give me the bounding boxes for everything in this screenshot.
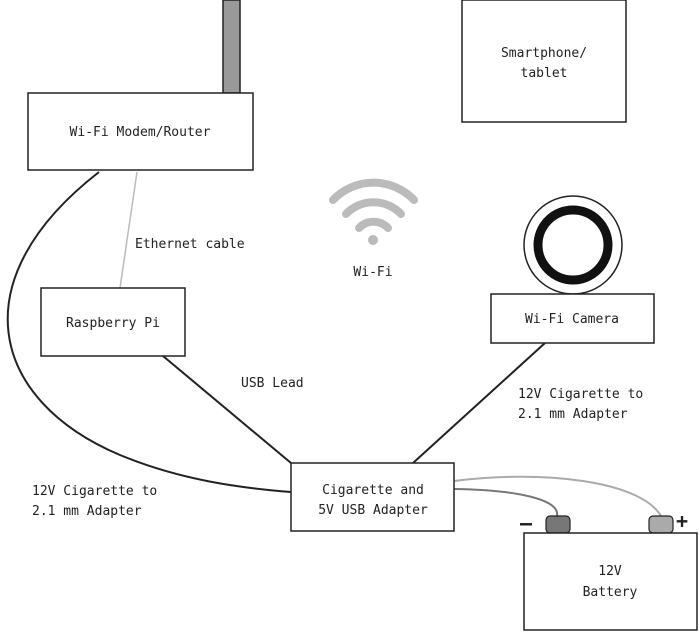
ethernet-cable-label: Ethernet cable (135, 237, 245, 252)
adapter-label-line2: 5V USB Adapter (318, 503, 428, 518)
raspberry-pi-label: Raspberry Pi (66, 316, 160, 331)
battery-label-line2: Battery (583, 585, 638, 600)
camera-node: Wi-Fi Camera (490, 195, 655, 344)
router-to-adapter-cable (6, 171, 292, 493)
adapter-node: Cigarette and 5V USB Adapter (290, 462, 455, 532)
adapter-label-line1: Cigarette and (322, 483, 424, 498)
camera-to-adapter-cable (412, 342, 546, 464)
antenna-icon (222, 0, 241, 94)
cig-adapter-left-line2: 2.1 mm Adapter (32, 504, 142, 519)
smartphone-label-line2: tablet (521, 66, 568, 81)
battery-node: 12V Battery (523, 515, 698, 631)
battery-negative-terminal (545, 515, 571, 534)
plus-sign: + (676, 509, 688, 533)
router-label: Wi-Fi Modem/Router (70, 125, 211, 140)
ethernet-cable-line (119, 171, 138, 289)
battery-label-line1: 12V (598, 564, 622, 579)
cig-adapter-right-line1: 12V Cigarette to (518, 387, 643, 402)
cig-adapter-left-line1: 12V Cigarette to (32, 484, 157, 499)
usb-lead-label: USB Lead (241, 376, 304, 391)
cig-adapter-right-line2: 2.1 mm Adapter (518, 407, 628, 422)
minus-sign: – (520, 511, 533, 535)
raspberry-pi-node: Raspberry Pi (40, 287, 186, 357)
camera-lens-icon (533, 205, 613, 285)
smartphone-node: Smartphone/ tablet (461, 0, 627, 123)
battery-positive-wire (453, 475, 662, 517)
camera-label: Wi-Fi Camera (525, 312, 619, 327)
wifi-label: Wi-Fi (353, 265, 392, 280)
battery-positive-terminal (648, 515, 674, 534)
usb-lead-line (162, 355, 292, 464)
smartphone-label-line1: Smartphone/ (501, 46, 587, 61)
battery-negative-wire (453, 488, 559, 517)
wifi-icon (329, 178, 418, 245)
router-node: Wi-Fi Modem/Router (27, 92, 254, 171)
